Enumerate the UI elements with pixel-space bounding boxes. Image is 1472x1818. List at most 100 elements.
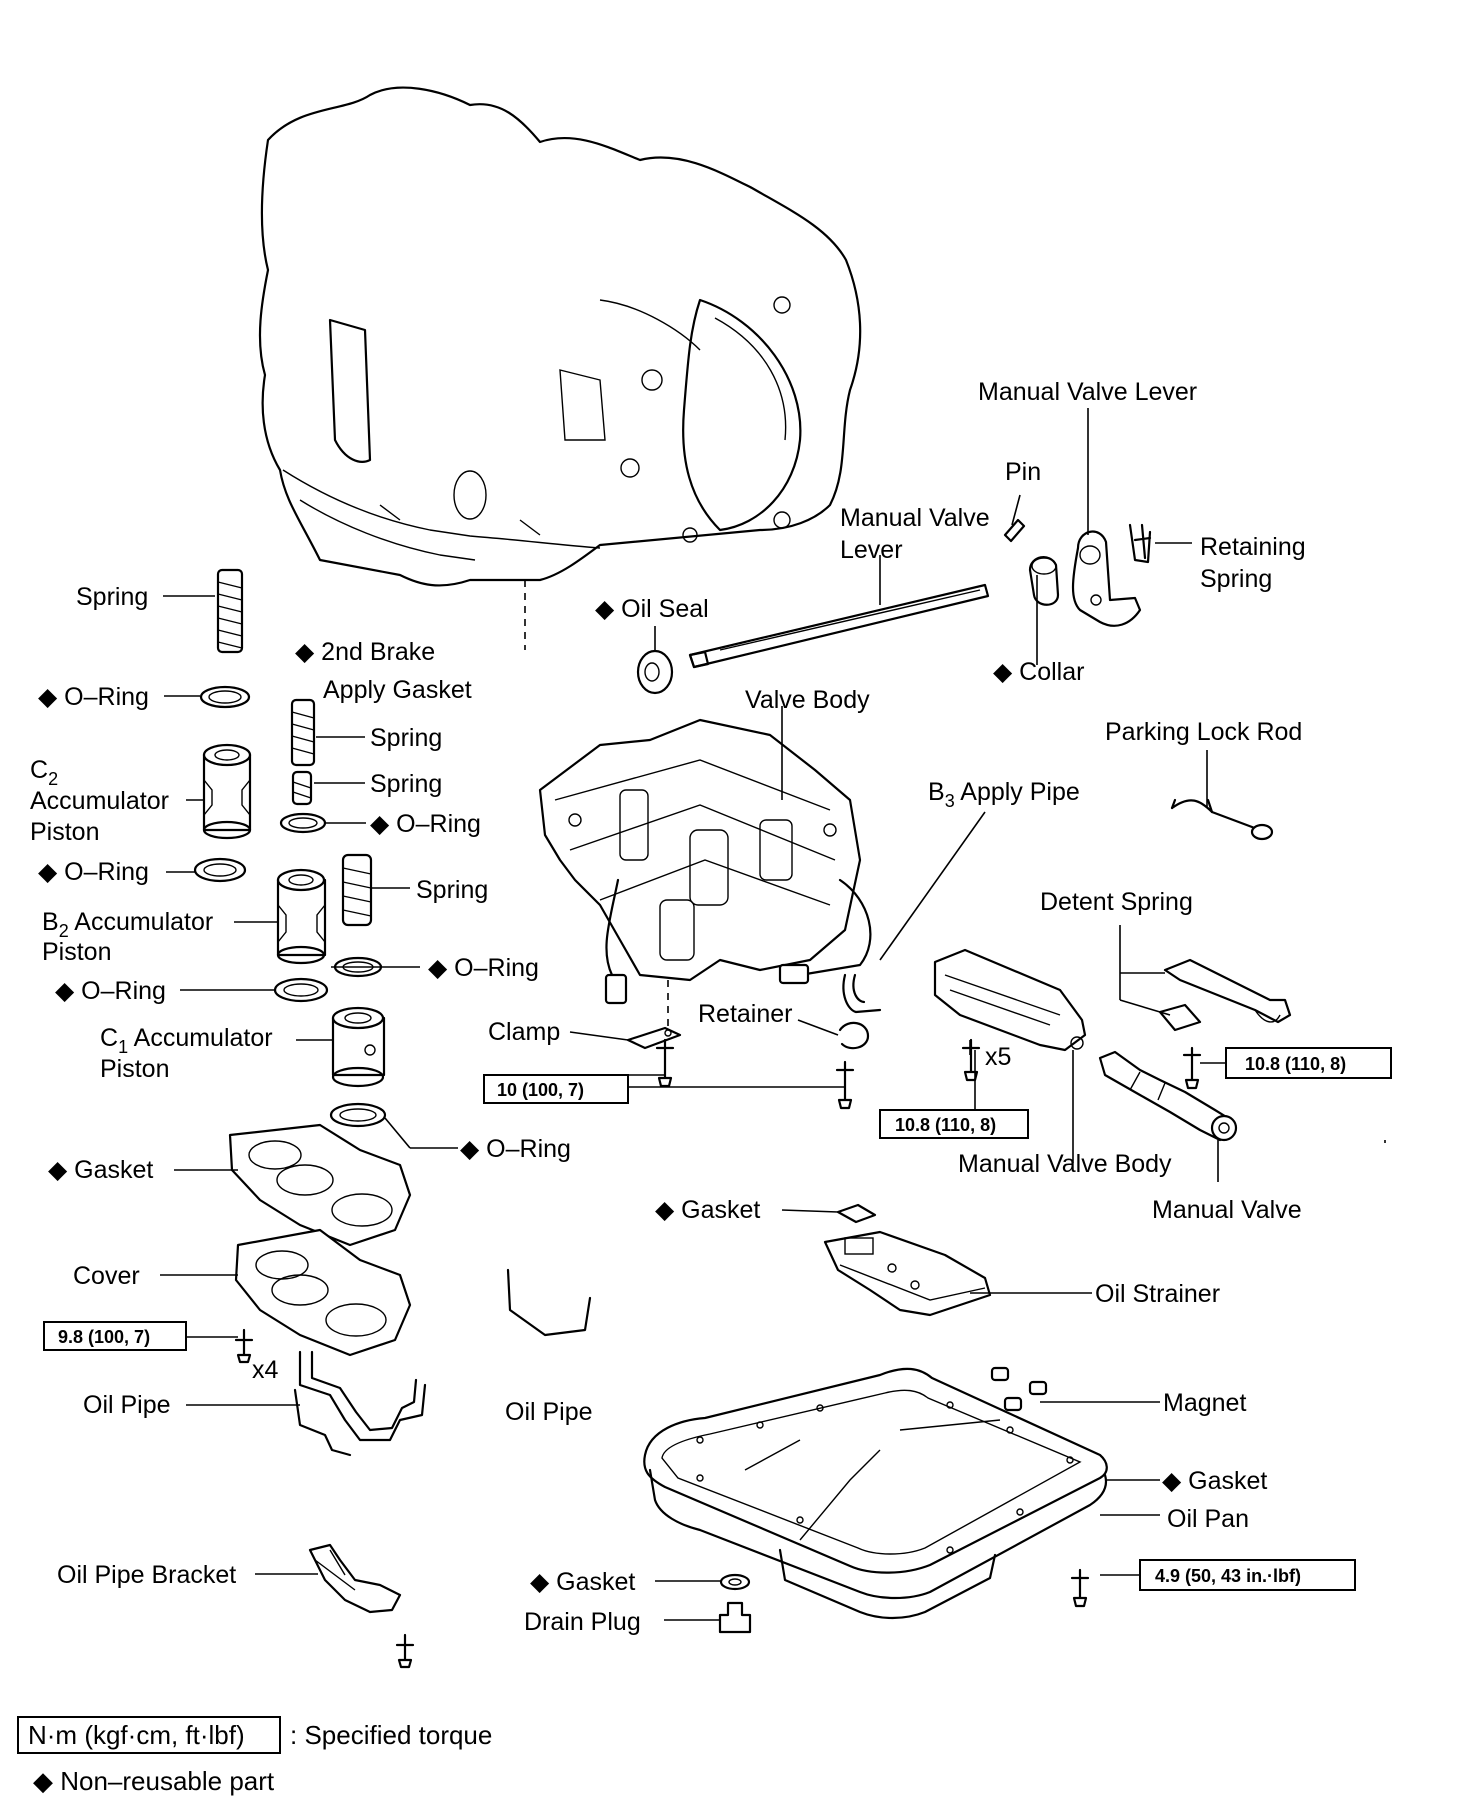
- spring-3: [291, 770, 313, 806]
- c1-accumulator-piston: [331, 1006, 386, 1088]
- accumulator-cover: [234, 1228, 412, 1357]
- label-valve-body: Valve Body: [745, 686, 870, 714]
- c2-accumulator-piston: [202, 743, 252, 840]
- label-detent-spring: Detent Spring: [1040, 888, 1193, 916]
- collar: [1028, 556, 1060, 606]
- label-o-ring-2: ◆ O–Ring: [370, 810, 481, 838]
- label-spring-4: Spring: [416, 876, 488, 904]
- pin: [1003, 518, 1026, 543]
- b2-accumulator-piston: [276, 868, 327, 965]
- torque-box-5: 4.9 (50, 43 in.·lbf): [1139, 1559, 1356, 1591]
- torque-value-5: 4.9 (50, 43 in.·lbf): [1155, 1566, 1301, 1586]
- strainer-gasket: [836, 1203, 877, 1224]
- oil-strainer: [823, 1230, 992, 1317]
- torque-value-3: 10.8 (110, 8): [1245, 1054, 1346, 1074]
- label-magnet: Magnet: [1163, 1389, 1246, 1417]
- label-oil-seal: ◆ Oil Seal: [595, 595, 709, 623]
- label-parking-lock-rod: Parking Lock Rod: [1105, 718, 1302, 746]
- oil-seal: [636, 649, 674, 695]
- manual-valve-lever-shaft: [688, 583, 990, 669]
- label-o-ring-1: ◆ O–Ring: [38, 683, 149, 711]
- retaining-spring: [1128, 523, 1152, 564]
- label-oil-pan: Oil Pan: [1167, 1505, 1249, 1533]
- label-x5: x5: [985, 1043, 1011, 1071]
- oil-pan: [648, 1401, 1108, 1620]
- label-o-ring-5: ◆ O–Ring: [55, 977, 166, 1005]
- label-spring-top: Spring: [76, 583, 148, 611]
- label-c1-line2: Piston: [100, 1055, 169, 1083]
- drain-gasket: [719, 1573, 751, 1591]
- clamp: [626, 1026, 682, 1050]
- label-manual-valve-body: Manual Valve Body: [958, 1150, 1172, 1178]
- label-2nd-brake: ◆ 2nd Brake: [295, 638, 435, 666]
- spring-4: [341, 853, 373, 927]
- torque-value-1: 10 (100, 7): [497, 1080, 584, 1100]
- o-ring-3: [279, 812, 327, 834]
- oil-pipe-left: [293, 1350, 427, 1457]
- bracket-bolt: [395, 1633, 415, 1669]
- retainer: [838, 1021, 870, 1050]
- torque-box-1: 10 (100, 7): [483, 1074, 629, 1104]
- label-collar: ◆ Collar: [993, 658, 1084, 686]
- oil-pipe-bracket: [308, 1543, 402, 1614]
- label-c2-line2: Accumulator: [30, 787, 169, 815]
- label-cover: Cover: [73, 1262, 140, 1290]
- label-manual-valve-lever-top: Manual Valve Lever: [978, 378, 1197, 406]
- spring-top: [216, 568, 244, 654]
- o-ring-1: [199, 685, 251, 709]
- label-gasket-1: ◆ Gasket: [48, 1156, 153, 1184]
- legend-torque-unit: N·m (kgf·cm, ft·lbf): [28, 1720, 245, 1750]
- bolt-vb-1: [655, 1038, 675, 1088]
- label-o-ring-3: ◆ O–Ring: [38, 858, 149, 886]
- manual-valve: [1098, 1050, 1238, 1142]
- label-retainer: Retainer: [698, 1000, 793, 1028]
- torque-box-4: 9.8 (100, 7): [43, 1321, 187, 1351]
- label-b2-line2: Piston: [42, 938, 111, 966]
- pan-bolt: [1070, 1568, 1090, 1608]
- magnets: [990, 1366, 1048, 1412]
- o-ring-4: [273, 977, 329, 1003]
- legend-nonreusable: ◆ Non–reusable part: [33, 1766, 275, 1796]
- bolt-detent: [1182, 1046, 1202, 1090]
- label-manual-valve: Manual Valve: [1152, 1196, 1302, 1224]
- label-b2: B2 Accumulator: [42, 908, 213, 941]
- label-clamp: Clamp: [488, 1018, 560, 1046]
- label-gasket-4: ◆ Gasket: [530, 1568, 635, 1596]
- torque-box-2: 10.8 (110, 8): [879, 1109, 1029, 1139]
- drain-plug: [718, 1601, 752, 1634]
- label-pin: Pin: [1005, 458, 1041, 486]
- label-oil-pipe-2: Oil Pipe: [505, 1398, 593, 1426]
- oil-pipe-center: [506, 1268, 592, 1337]
- label-manual-valve-lever-shaft-2: Lever: [840, 536, 903, 564]
- label-x4: x4: [252, 1356, 279, 1384]
- label-drain-plug: Drain Plug: [524, 1608, 641, 1636]
- torque-value-4: 9.8 (100, 7): [58, 1327, 150, 1347]
- label-spring-2: Spring: [370, 724, 442, 752]
- parking-lock-rod: [1170, 798, 1274, 841]
- legend-torque-desc: : Specified torque: [290, 1720, 492, 1750]
- manual-valve-body: [933, 948, 1087, 1052]
- valve-body: [538, 718, 872, 1005]
- label-o-ring-4: ◆ O–Ring: [428, 954, 539, 982]
- torque-value-2: 10.8 (110, 8): [895, 1115, 996, 1135]
- legend: N·m (kgf·cm, ft·lbf) : Specified torque …: [17, 1716, 492, 1796]
- label-oil-pipe-bracket: Oil Pipe Bracket: [57, 1561, 236, 1589]
- label-b3-apply-pipe: B3 Apply Pipe: [928, 778, 1080, 811]
- o-ring-6: [329, 1102, 387, 1128]
- spring-2: [290, 698, 316, 767]
- cover-bolt: [234, 1328, 254, 1364]
- b3-apply-pipe: [842, 973, 882, 1014]
- label-retaining-spring-2: Spring: [1200, 565, 1272, 593]
- labels: Manual Valve Lever Pin Manual Valve Leve…: [30, 378, 1306, 1636]
- leader-lines: [160, 408, 1386, 1621]
- bolt-mvb: [961, 1038, 981, 1082]
- label-gasket-2: ◆ Gasket: [655, 1196, 760, 1224]
- detent-spring: [1158, 958, 1292, 1032]
- label-oil-pipe-1: Oil Pipe: [83, 1391, 171, 1419]
- label-retaining-spring: Retaining: [1200, 533, 1306, 561]
- transaxle-case: [258, 86, 862, 587]
- o-ring-2: [193, 857, 247, 883]
- label-spring-3: Spring: [370, 770, 442, 798]
- pan-gasket: [643, 1367, 1108, 1574]
